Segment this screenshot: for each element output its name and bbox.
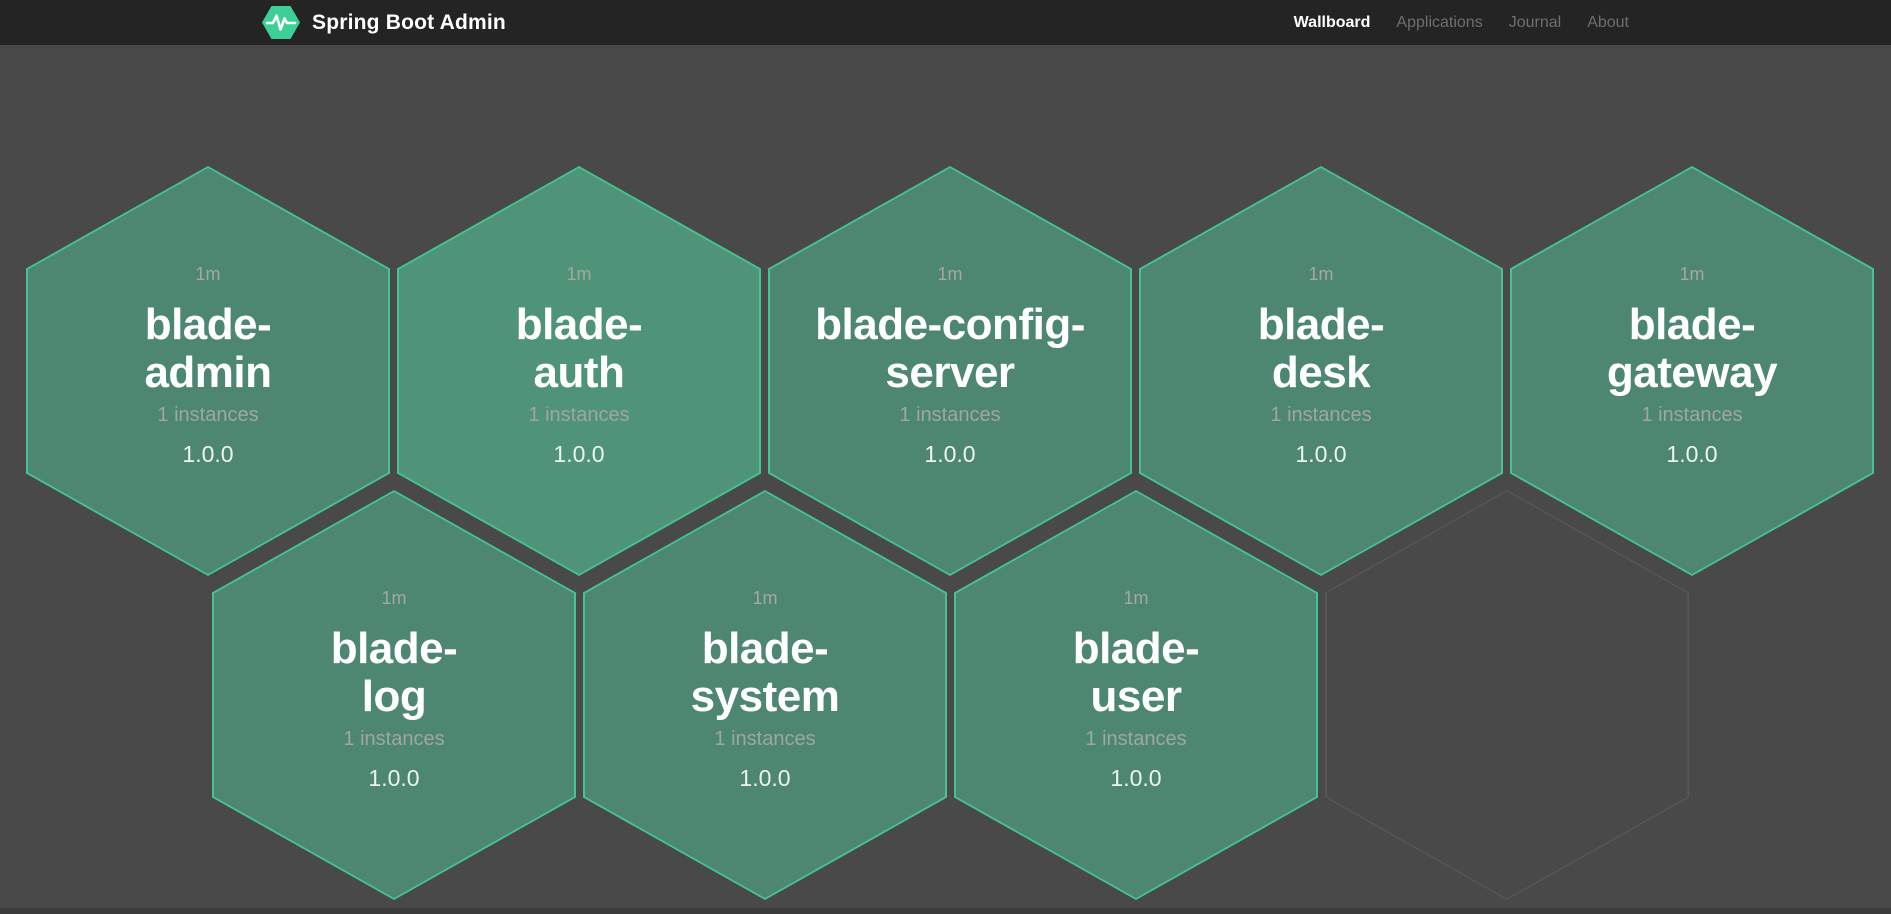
top-navbar: Spring Boot Admin Wallboard Applications J… bbox=[0, 0, 1891, 45]
app-version: 1.0.0 bbox=[182, 441, 234, 467]
app-uptime: 1m bbox=[937, 264, 963, 284]
app-name: blade-user bbox=[1072, 624, 1200, 721]
app-version: 1.0.0 bbox=[1666, 441, 1718, 467]
app-name: blade-auth bbox=[515, 300, 643, 397]
app-name: blade-system bbox=[690, 624, 840, 721]
app-version: 1.0.0 bbox=[739, 765, 791, 791]
navbar-container: Spring Boot Admin Wallboard Applications J… bbox=[262, 0, 1629, 45]
app-name: blade-config-server bbox=[815, 300, 1085, 397]
nav-link-wallboard[interactable]: Wallboard bbox=[1293, 13, 1371, 31]
empty-hex-placeholder bbox=[1325, 490, 1689, 900]
app-uptime: 1m bbox=[566, 264, 592, 284]
app-version: 1.0.0 bbox=[1295, 441, 1347, 467]
hexagon-shape bbox=[214, 492, 574, 898]
app-tile-blade-config-server[interactable]: 1m blade-config-server 1 instances 1.0.0 bbox=[768, 166, 1132, 576]
app-version: 1.0.0 bbox=[553, 441, 605, 467]
app-instances: 1 instances bbox=[1085, 728, 1187, 750]
app-tile-blade-gateway[interactable]: 1m blade-gateway 1 instances 1.0.0 bbox=[1510, 166, 1874, 576]
app-tile-blade-log[interactable]: 1m blade-log 1 instances 1.0.0 bbox=[212, 490, 576, 900]
nav-link-applications[interactable]: Applications bbox=[1396, 13, 1483, 31]
nav-link-about[interactable]: About bbox=[1587, 13, 1629, 31]
wallboard: 1m blade-admin 1 instances 1.0.0 1m blad… bbox=[0, 45, 1891, 908]
app-tile-blade-user[interactable]: 1m blade-user 1 instances 1.0.0 bbox=[954, 490, 1318, 900]
app-instances: 1 instances bbox=[714, 728, 816, 750]
app-instances: 1 instances bbox=[528, 404, 630, 426]
app-uptime: 1m bbox=[1308, 264, 1334, 284]
app-tile-blade-system[interactable]: 1m blade-system 1 instances 1.0.0 bbox=[583, 490, 947, 900]
app-name: blade-log bbox=[330, 624, 458, 721]
app-tile-blade-auth[interactable]: 1m blade-auth 1 instances 1.0.0 bbox=[397, 166, 761, 576]
app-instances: 1 instances bbox=[1270, 404, 1372, 426]
app-instances: 1 instances bbox=[343, 728, 445, 750]
app-uptime: 1m bbox=[195, 264, 221, 284]
nav-link-journal[interactable]: Journal bbox=[1508, 13, 1562, 31]
brand-link[interactable]: Spring Boot Admin bbox=[262, 6, 506, 39]
app-name: blade-desk bbox=[1257, 300, 1385, 397]
app-instances: 1 instances bbox=[899, 404, 1001, 426]
app-uptime: 1m bbox=[1679, 264, 1705, 284]
app-name: blade-admin bbox=[144, 300, 272, 397]
app-version: 1.0.0 bbox=[1110, 765, 1162, 791]
navbar-links: Wallboard Applications Journal About bbox=[1268, 14, 1629, 32]
brand-title: Spring Boot Admin bbox=[312, 10, 506, 34]
hexagon-shape bbox=[585, 492, 945, 898]
app-version: 1.0.0 bbox=[924, 441, 976, 467]
footer-strip bbox=[0, 908, 1891, 914]
hexagon-shape bbox=[1326, 491, 1688, 899]
app-uptime: 1m bbox=[1123, 588, 1149, 608]
app-name: blade-gateway bbox=[1606, 300, 1778, 397]
app-uptime: 1m bbox=[381, 588, 407, 608]
pulse-hexagon-icon bbox=[262, 6, 300, 39]
app-instances: 1 instances bbox=[1641, 404, 1743, 426]
app-version: 1.0.0 bbox=[368, 765, 420, 791]
app-tile-blade-admin[interactable]: 1m blade-admin 1 instances 1.0.0 bbox=[26, 166, 390, 576]
hexagon-shape bbox=[956, 492, 1316, 898]
app-instances: 1 instances bbox=[157, 404, 259, 426]
app-tile-blade-desk[interactable]: 1m blade-desk 1 instances 1.0.0 bbox=[1139, 166, 1503, 576]
app-uptime: 1m bbox=[752, 588, 778, 608]
